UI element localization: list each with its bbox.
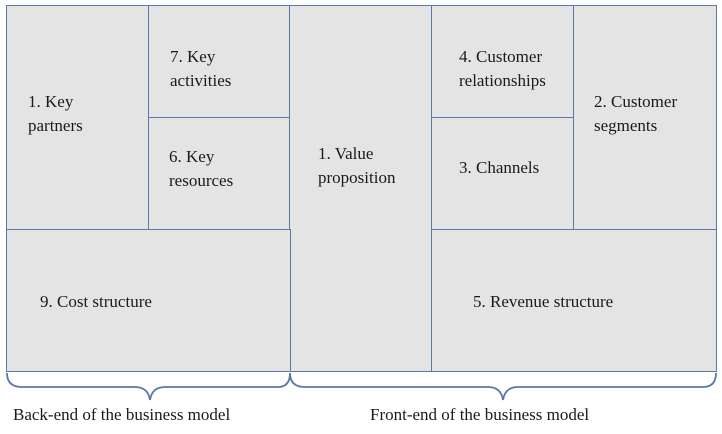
customer-relationships-label: 4. Customer relationships (459, 45, 546, 93)
key-activities-label: 7. Key activities (170, 45, 231, 93)
customer-segments-line-1: 2. Customer (594, 92, 678, 111)
key-activities-line-1: 7. Key (170, 47, 216, 66)
value-proposition-label: 1. Value proposition (318, 142, 395, 190)
key-resources-label: 6. Key resources (169, 145, 233, 193)
value-proposition-line-1: 1. Value (318, 144, 374, 163)
key-partners-block (6, 5, 150, 231)
revenue-structure-label: 5. Revenue structure (473, 290, 613, 314)
customer-relationships-block (431, 5, 575, 118)
channels-block (431, 117, 575, 230)
customer-segments-line-2: segments (594, 116, 658, 135)
key-activities-block (148, 5, 290, 118)
customer-relationships-line-1: 4. Customer (459, 47, 543, 66)
key-activities-line-2: activities (170, 71, 232, 90)
key-partners-label: 1. Key partners (28, 90, 83, 138)
key-partners-line-2: partners (28, 116, 83, 135)
customer-segments-block (573, 5, 717, 231)
cost-structure-block (6, 229, 291, 372)
front-end-caption: Front-end of the business model (370, 405, 590, 424)
cost-structure-label: 9. Cost structure (40, 290, 152, 314)
channels-line-1: 3. Channels (459, 158, 540, 177)
channels-label: 3. Channels (459, 156, 539, 180)
key-resources-line-1: 6. Key (169, 147, 215, 166)
cost-structure-line-1: 9. Cost structure (40, 292, 152, 311)
customer-segments-label: 2. Customer segments (594, 90, 677, 138)
value-proposition-block (289, 5, 433, 372)
key-resources-line-2: resources (169, 171, 234, 190)
customer-relationships-line-2: relationships (459, 71, 546, 90)
front-end-brace (289, 372, 717, 401)
value-proposition-line-2: proposition (318, 168, 396, 187)
key-partners-line-1: 1. Key (28, 92, 74, 111)
revenue-structure-line-1: 5. Revenue structure (473, 292, 614, 311)
revenue-structure-block (431, 229, 717, 372)
back-end-caption: Back-end of the business model (13, 405, 231, 424)
back-end-brace (6, 372, 291, 401)
